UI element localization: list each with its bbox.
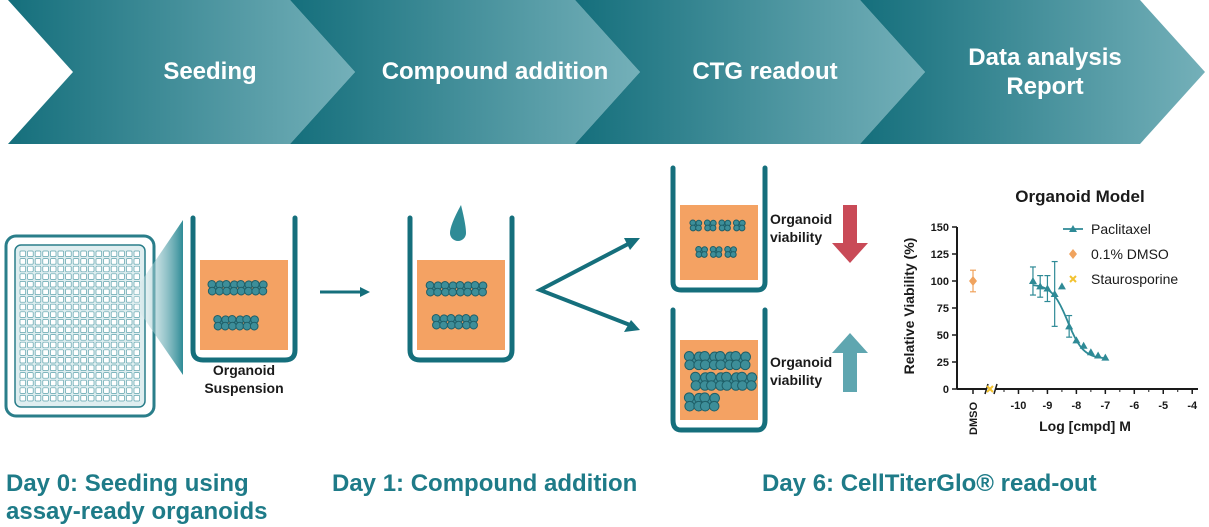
organoid-cluster bbox=[732, 219, 746, 232]
paclitaxel-point bbox=[1079, 341, 1088, 349]
x-tick-label: -7 bbox=[1100, 400, 1110, 412]
chevron-step-1 bbox=[8, 0, 355, 144]
y-axis-label: Relative Viability (%) bbox=[901, 238, 917, 375]
chevron-step-4 bbox=[860, 0, 1205, 144]
organoid-cluster bbox=[470, 280, 488, 297]
droplet-icon bbox=[450, 205, 466, 241]
flow-arrow bbox=[320, 287, 370, 297]
split-arrows bbox=[535, 238, 640, 332]
day-1-label: Day 1: Compound addition bbox=[332, 470, 638, 497]
paclitaxel-point bbox=[1065, 322, 1074, 330]
y-tick-label: 100 bbox=[931, 276, 949, 288]
chevron-step-3 bbox=[575, 0, 925, 144]
x-tick-label: DMSO bbox=[968, 402, 980, 435]
organoid-cluster bbox=[683, 351, 705, 371]
viability-label-up: Organoid viability bbox=[770, 354, 833, 388]
organoid-suspension-label: Organoid Suspension bbox=[204, 362, 284, 396]
organoid-cluster bbox=[446, 313, 464, 330]
organoid-cluster bbox=[242, 314, 259, 331]
legend-label: 0.1% DMSO bbox=[1091, 246, 1169, 262]
chevron-step-2 bbox=[290, 0, 640, 144]
beaker-compound bbox=[407, 215, 515, 363]
multiwell-plate bbox=[4, 234, 156, 418]
y-tick-label: 50 bbox=[937, 330, 949, 342]
organoid-cluster bbox=[227, 314, 245, 331]
legend-item: Paclitaxel bbox=[1063, 221, 1151, 237]
organoid-cluster bbox=[724, 245, 737, 258]
viability-label-down: Organoid viability bbox=[770, 211, 833, 245]
y-tick-label: 75 bbox=[937, 303, 949, 315]
legend-item: Staurosporine bbox=[1069, 271, 1178, 287]
step-label-compound-addition: Compound addition bbox=[381, 58, 609, 85]
organoid-cluster bbox=[221, 279, 239, 296]
organoid-cluster bbox=[695, 245, 708, 258]
organoid-cluster bbox=[461, 313, 479, 330]
x-tick-label: -10 bbox=[1011, 400, 1027, 412]
organoid-cluster bbox=[236, 279, 254, 296]
beaker-viability-down bbox=[670, 165, 768, 293]
axis-break bbox=[993, 383, 998, 395]
y-tick-label: 125 bbox=[931, 249, 949, 261]
organoid-cluster bbox=[709, 245, 723, 258]
y-tick-label: 0 bbox=[943, 384, 949, 396]
legend-label: Staurosporine bbox=[1091, 271, 1178, 287]
day-0-label: Day 0: Seeding using assay-ready organoi… bbox=[6, 470, 268, 525]
organoid-cluster bbox=[699, 392, 721, 412]
x-axis-label: Log [cmpd] M bbox=[1039, 418, 1131, 434]
step-label-seeding: Seeding bbox=[163, 58, 257, 85]
x-tick-label: -4 bbox=[1187, 400, 1198, 412]
organoid-cluster bbox=[250, 279, 268, 296]
organoid-cluster bbox=[689, 219, 703, 232]
paclitaxel-fit-curve bbox=[1032, 284, 1104, 359]
x-tick-label: -9 bbox=[1043, 400, 1053, 412]
organoid-cluster bbox=[425, 280, 443, 297]
x-tick-label: -8 bbox=[1071, 400, 1081, 412]
organoid-cluster bbox=[207, 279, 225, 296]
plate-beam bbox=[130, 220, 183, 375]
paclitaxel-point bbox=[1043, 284, 1052, 292]
organoid-cluster bbox=[440, 280, 458, 297]
step-label-ctg-readout: CTG readout bbox=[692, 58, 838, 85]
paclitaxel-point bbox=[1086, 348, 1095, 356]
organoid-cluster bbox=[213, 314, 230, 331]
paclitaxel-point bbox=[1036, 282, 1045, 290]
organoid-cluster bbox=[455, 280, 473, 297]
paclitaxel-point bbox=[1072, 336, 1081, 344]
down-arrow-icon bbox=[832, 205, 868, 263]
x-tick-label: -5 bbox=[1158, 400, 1168, 412]
x-tick-label: -6 bbox=[1129, 400, 1139, 412]
step-label-data-analysis: Data analysis Report bbox=[968, 44, 1122, 100]
legend-item: 0.1% DMSO bbox=[1069, 246, 1169, 262]
beaker-seeding bbox=[190, 215, 298, 363]
legend-label: Paclitaxel bbox=[1091, 221, 1151, 237]
paclitaxel-point bbox=[1028, 277, 1037, 284]
y-tick-label: 25 bbox=[937, 357, 949, 369]
chart-title: Organoid Model bbox=[1015, 187, 1144, 206]
organoid-cluster bbox=[705, 371, 727, 391]
paclitaxel-point bbox=[1057, 282, 1066, 290]
organoid-cluster bbox=[736, 371, 758, 391]
dmso-point bbox=[969, 276, 977, 286]
paclitaxel-point bbox=[1094, 351, 1103, 359]
organoid-cluster bbox=[718, 219, 732, 232]
staurosporine-point bbox=[986, 385, 994, 393]
organoid-cluster bbox=[699, 351, 721, 371]
organoid-cluster bbox=[703, 219, 717, 232]
day-6-label: Day 6: CellTiterGlo® read-out bbox=[762, 470, 1097, 497]
beaker-viability-up bbox=[670, 307, 768, 433]
organoid-cluster bbox=[730, 351, 752, 371]
up-arrow-icon bbox=[832, 333, 868, 392]
paclitaxel-point bbox=[1101, 353, 1110, 361]
paclitaxel-point bbox=[1050, 289, 1059, 297]
organoid-cluster bbox=[431, 313, 449, 330]
y-tick-label: 150 bbox=[931, 222, 949, 234]
